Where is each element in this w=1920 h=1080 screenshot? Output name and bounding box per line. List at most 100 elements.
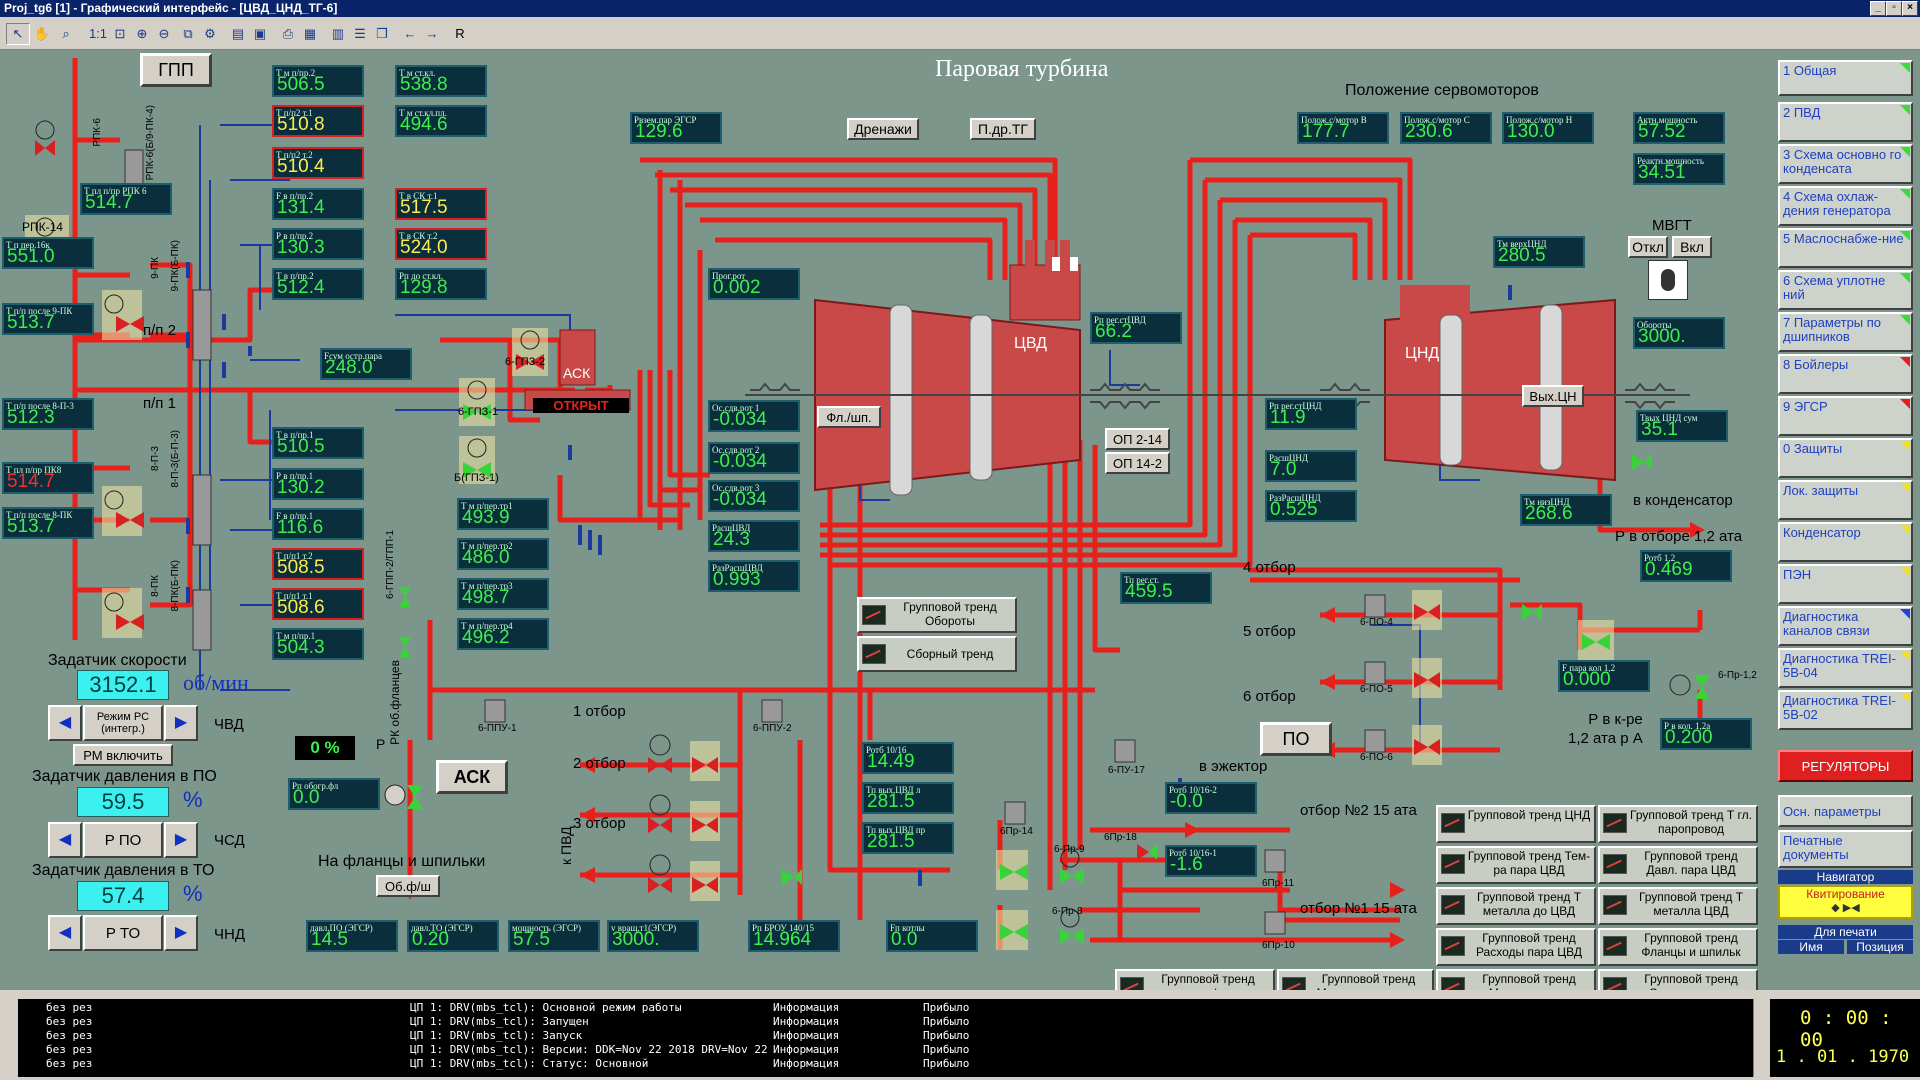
- t-stklp-indicator[interactable]: Т м ст.кл.пл.494.6: [395, 105, 487, 137]
- print-icon[interactable]: ⎙: [276, 23, 300, 45]
- sidebar-item-5[interactable]: 5 Маслоснабже-ние: [1778, 228, 1913, 268]
- sidebar-item-3[interactable]: 3 Схема основно го конденсата: [1778, 144, 1913, 184]
- zoom-11-icon[interactable]: 1:1: [86, 23, 110, 45]
- sidebar-item-12[interactable]: Конденсатор: [1778, 522, 1913, 562]
- print-docs-button[interactable]: Печатные документы: [1778, 830, 1913, 868]
- sidebar-item-7[interactable]: 7 Параметры по дшипников: [1778, 312, 1913, 352]
- cnd-exit-button[interactable]: Вых.ЦН: [1522, 385, 1584, 407]
- po-button[interactable]: ПО: [1260, 722, 1332, 756]
- drains-button[interactable]: Дренажи: [847, 118, 919, 140]
- speed-down-button[interactable]: ◀: [48, 705, 82, 741]
- to-down-button[interactable]: ◀: [48, 915, 82, 951]
- to-up-button[interactable]: ▶: [164, 915, 198, 951]
- trend-power-button[interactable]: Групповой тренд Мощность,частота: [1277, 969, 1434, 990]
- position-column[interactable]: Позиция: [1847, 940, 1913, 954]
- to-mode-button[interactable]: Р ТО: [83, 915, 163, 951]
- mvgt-switch-icon[interactable]: [1648, 260, 1688, 300]
- zoom-out-icon[interactable]: ⊖: [152, 23, 176, 45]
- minimize-button[interactable]: _: [1870, 1, 1886, 16]
- sidebar-item-15[interactable]: Диагностика TREI-5B-04: [1778, 648, 1913, 688]
- sidebar-item-13[interactable]: ПЭН: [1778, 564, 1913, 604]
- cascade-icon[interactable]: ☰: [348, 23, 372, 45]
- forward-icon[interactable]: →: [420, 23, 444, 45]
- objects-icon[interactable]: ⚙: [198, 23, 222, 45]
- sidebar-item-1[interactable]: 1 Общая: [1778, 60, 1913, 96]
- restore-button[interactable]: ▫: [1886, 1, 1902, 16]
- sidebar-item-16[interactable]: Диагностика TREI-5B-02: [1778, 690, 1913, 730]
- op-14-2-button[interactable]: ОП 14-2: [1105, 452, 1170, 474]
- zoom-in-icon[interactable]: ⊕: [130, 23, 154, 45]
- po-mode-button[interactable]: Р ПО: [83, 822, 163, 858]
- mvgt-on-button[interactable]: Вкл: [1672, 236, 1712, 258]
- zoom-icon[interactable]: ⌕: [54, 23, 78, 45]
- rotb1016-2-indicator[interactable]: Ротб 10/16-2-0.0: [1165, 782, 1257, 814]
- ack-button[interactable]: Квитирование ◆ ▶◀: [1778, 885, 1913, 919]
- trend-summary-button[interactable]: Сборный тренд: [857, 636, 1017, 672]
- save-icon[interactable]: ▣: [248, 23, 272, 45]
- trend-cnd-button[interactable]: Групповой тренд ЦНД: [1436, 805, 1596, 843]
- davl-po-indicator[interactable]: давл.ПО (ЭГСР)14.5: [306, 920, 398, 952]
- sidebar-item-9[interactable]: 9 ЭГСР: [1778, 396, 1913, 436]
- t-stkl-indicator[interactable]: Т м ст.кл.538.8: [395, 65, 487, 97]
- rm-enable-button[interactable]: РМ включить: [73, 744, 173, 766]
- log-scrollbar[interactable]: [1753, 999, 1768, 1077]
- pdrtg-button[interactable]: П.др.ТГ: [970, 118, 1036, 140]
- speed-mode-button[interactable]: Режим РС (интегр.): [83, 705, 163, 741]
- obfsh-button[interactable]: Об.ф/ш: [376, 875, 440, 897]
- os3-indicator[interactable]: Ос.сдв.рот 3-0.034: [708, 480, 800, 512]
- trend-axial-button[interactable]: Групповой тренд Осевые сдвиги: [1598, 969, 1758, 990]
- r-button[interactable]: R: [448, 23, 472, 45]
- sidebar-item-8[interactable]: 8 Бойлеры: [1778, 354, 1913, 394]
- ask-button[interactable]: АСК: [436, 760, 508, 794]
- r-dostkl-indicator[interactable]: Рп до ст.кл.129.8: [395, 268, 487, 300]
- davl-to-indicator[interactable]: давл.ТО (ЭГСР)0.20: [407, 920, 499, 952]
- sidebar-item-10[interactable]: 0 Защиты: [1778, 438, 1913, 478]
- moshn-indicator[interactable]: мощность (ЭГСР)57.5: [508, 920, 600, 952]
- back-icon[interactable]: ←: [398, 23, 422, 45]
- os1-indicator[interactable]: Ос.сдв.рот 1-0.034: [708, 400, 800, 432]
- sidebar-item-6[interactable]: 6 Схема уплотне ний: [1778, 270, 1913, 310]
- trend-reheat-button[interactable]: Групповой тренд темп. п/пара: [1115, 969, 1275, 990]
- main-params-button[interactable]: Осн. параметры: [1778, 795, 1913, 827]
- trend-main-steam-button[interactable]: Групповой тренд Т гл. паропровод: [1598, 805, 1758, 843]
- hand-icon[interactable]: ✋: [30, 23, 54, 45]
- open-icon[interactable]: ▤: [226, 23, 250, 45]
- trend-mech-button[interactable]: Групповой тренд Мех.величины: [1436, 969, 1596, 990]
- po-down-button[interactable]: ◀: [48, 822, 82, 858]
- trend-steam-pressure-button[interactable]: Групповой тренд Давл. пара ЦВД: [1598, 846, 1758, 884]
